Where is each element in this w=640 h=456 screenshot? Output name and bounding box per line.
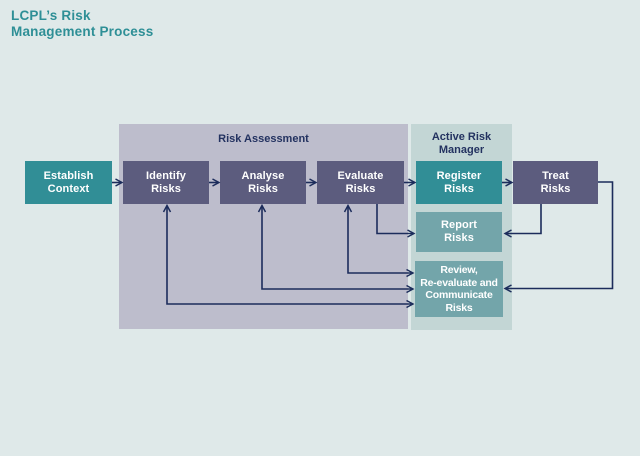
evaluate-risks-node: Evaluate Risks: [317, 161, 404, 204]
report-risks-node: Report Risks: [416, 212, 502, 252]
review-reevaluate-communicate-risks-node: Review, Re-evaluate and Communicate Risk…: [415, 261, 503, 317]
risk-assessment-panel: Risk Assessment: [119, 124, 408, 329]
page-title: LCPL’s Risk Management Process: [11, 8, 154, 39]
active-risk-manager-panel-label: Active Risk Manager: [431, 131, 492, 156]
treat-risks-node: Treat Risks: [513, 161, 598, 204]
analyse-risks-node: Analyse Risks: [220, 161, 306, 204]
establish-context-node: Establish Context: [25, 161, 112, 204]
register-risks-node: Register Risks: [416, 161, 502, 204]
risk-assessment-panel-label: Risk Assessment: [218, 133, 309, 145]
identify-risks-node: Identify Risks: [123, 161, 209, 204]
